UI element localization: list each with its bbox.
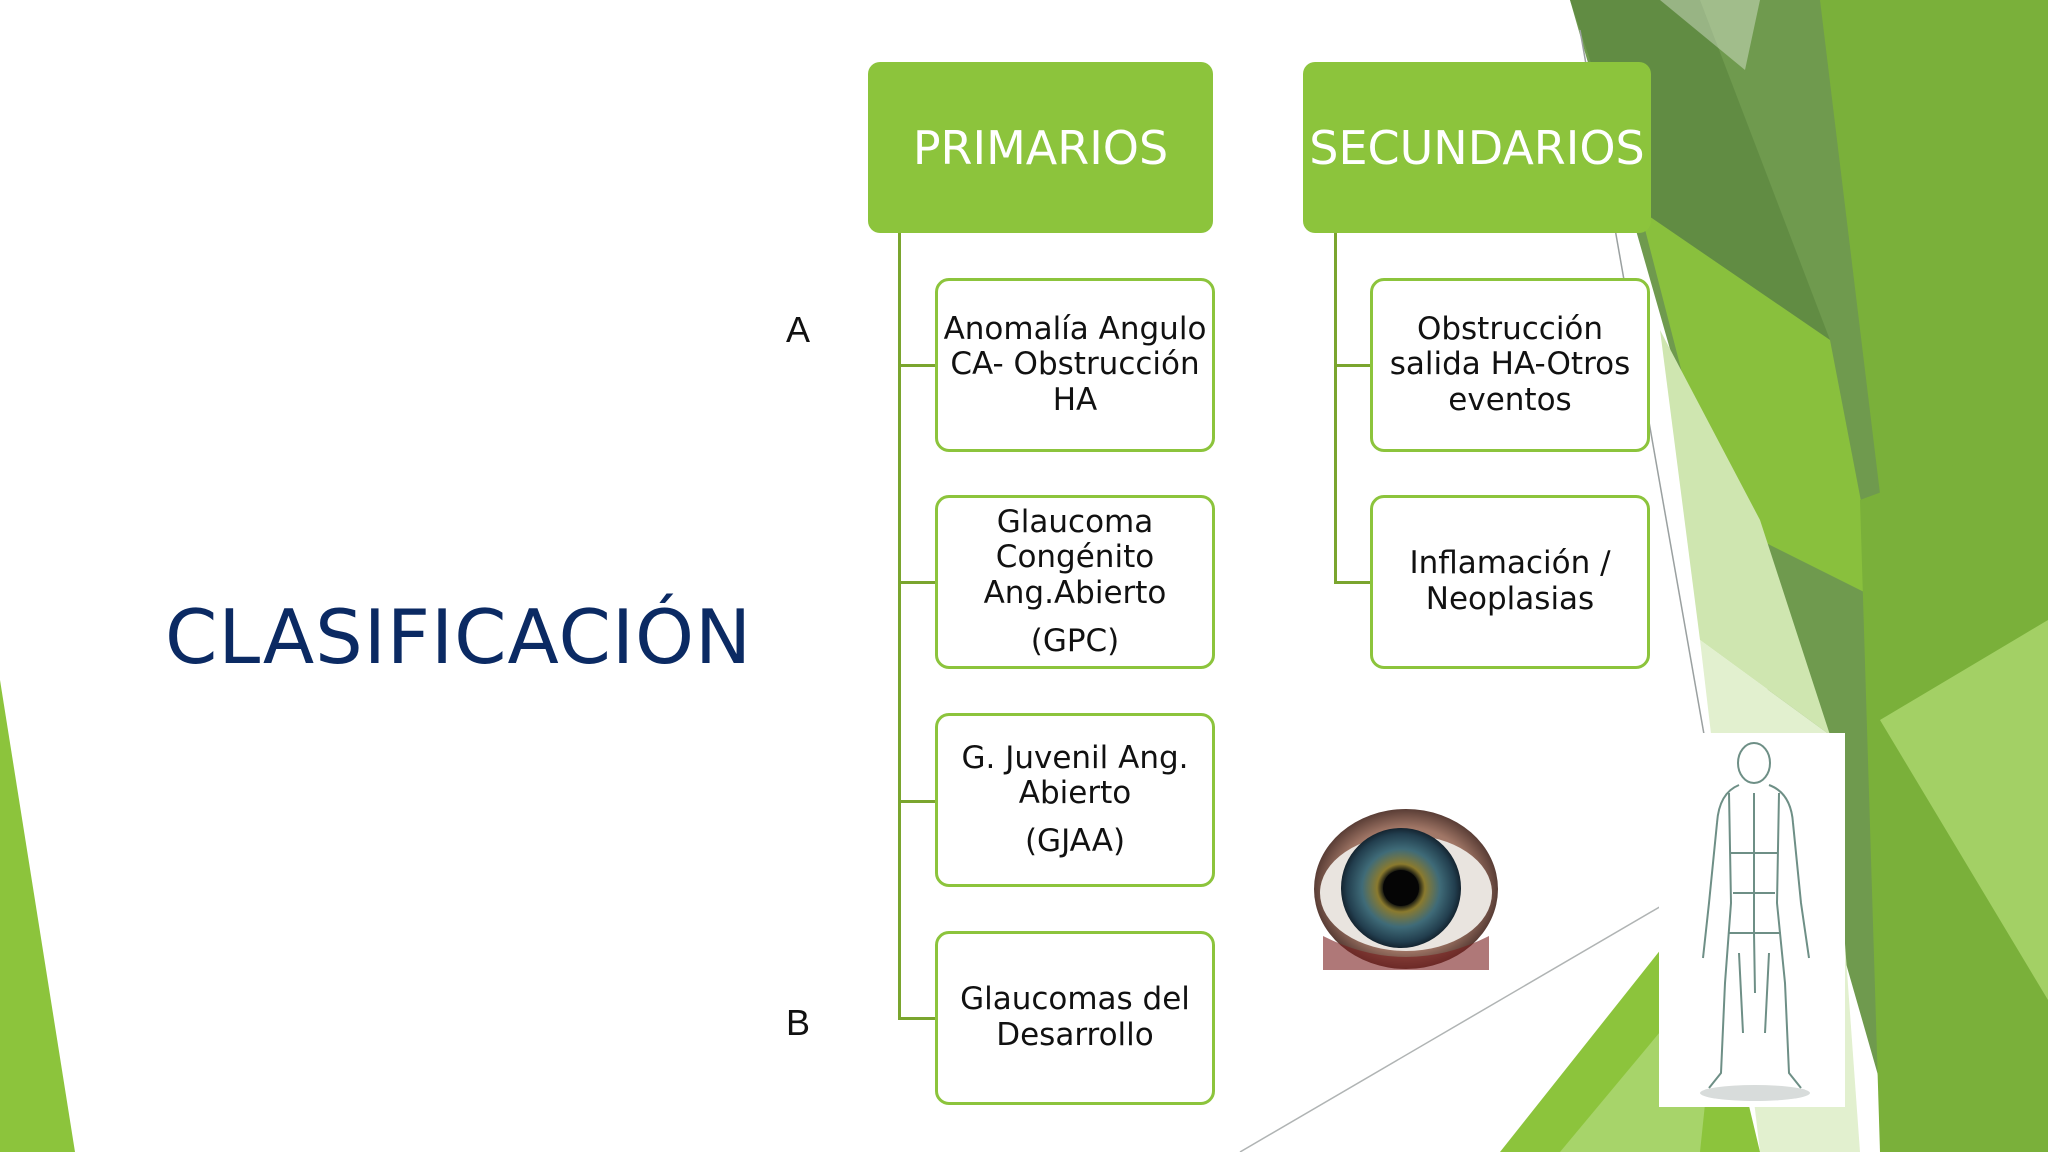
item-abbrev: (GPC) [1030,622,1120,659]
human-body-illustration [1659,733,1845,1107]
primarios-header: PRIMARIOS [868,62,1213,233]
label-b: B [786,1002,811,1043]
item-text: Glaucomas del Desarrollo [960,981,1190,1053]
secundarios-connector-branch [1334,364,1372,367]
primarios-connector-branch [898,1017,936,1020]
item-text: Inflamación / Neoplasias [1409,545,1611,617]
secundarios-item-inflamacion: Inflamación / Neoplasias [1370,495,1650,669]
item-abbrev: (GJAA) [1024,822,1126,859]
primarios-item-desarrollo: Glaucomas del Desarrollo [935,931,1215,1105]
slide-title: CLASIFICACIÓN [165,593,753,681]
item-text: Obstrucción salida HA-Otros eventos [1389,310,1631,418]
primarios-item-gpc: Glaucoma Congénito Ang.Abierto (GPC) [935,495,1215,669]
primarios-connector-branch [898,581,936,584]
primarios-connector-trunk [898,233,901,1019]
item-text: Glaucoma Congénito Ang.Abierto [983,503,1167,611]
secundarios-header: SECUNDARIOS [1303,62,1651,233]
primarios-connector-branch [898,800,936,803]
item-text: Anomalía Angulo CA- Obstrucción HA [943,310,1207,418]
secundarios-connector-branch [1334,581,1372,584]
primarios-item-angulo: Anomalía Angulo CA- Obstrucción HA [935,278,1215,452]
primarios-connector-branch [898,364,936,367]
item-text: G. Juvenil Ang. Abierto [961,739,1189,812]
label-a: A [786,309,811,350]
secundarios-item-obstruccion: Obstrucción salida HA-Otros eventos [1370,278,1650,452]
primarios-item-gjaa: G. Juvenil Ang. Abierto (GJAA) [935,713,1215,887]
secundarios-connector-trunk [1334,233,1337,583]
eye-photo [1314,809,1498,970]
